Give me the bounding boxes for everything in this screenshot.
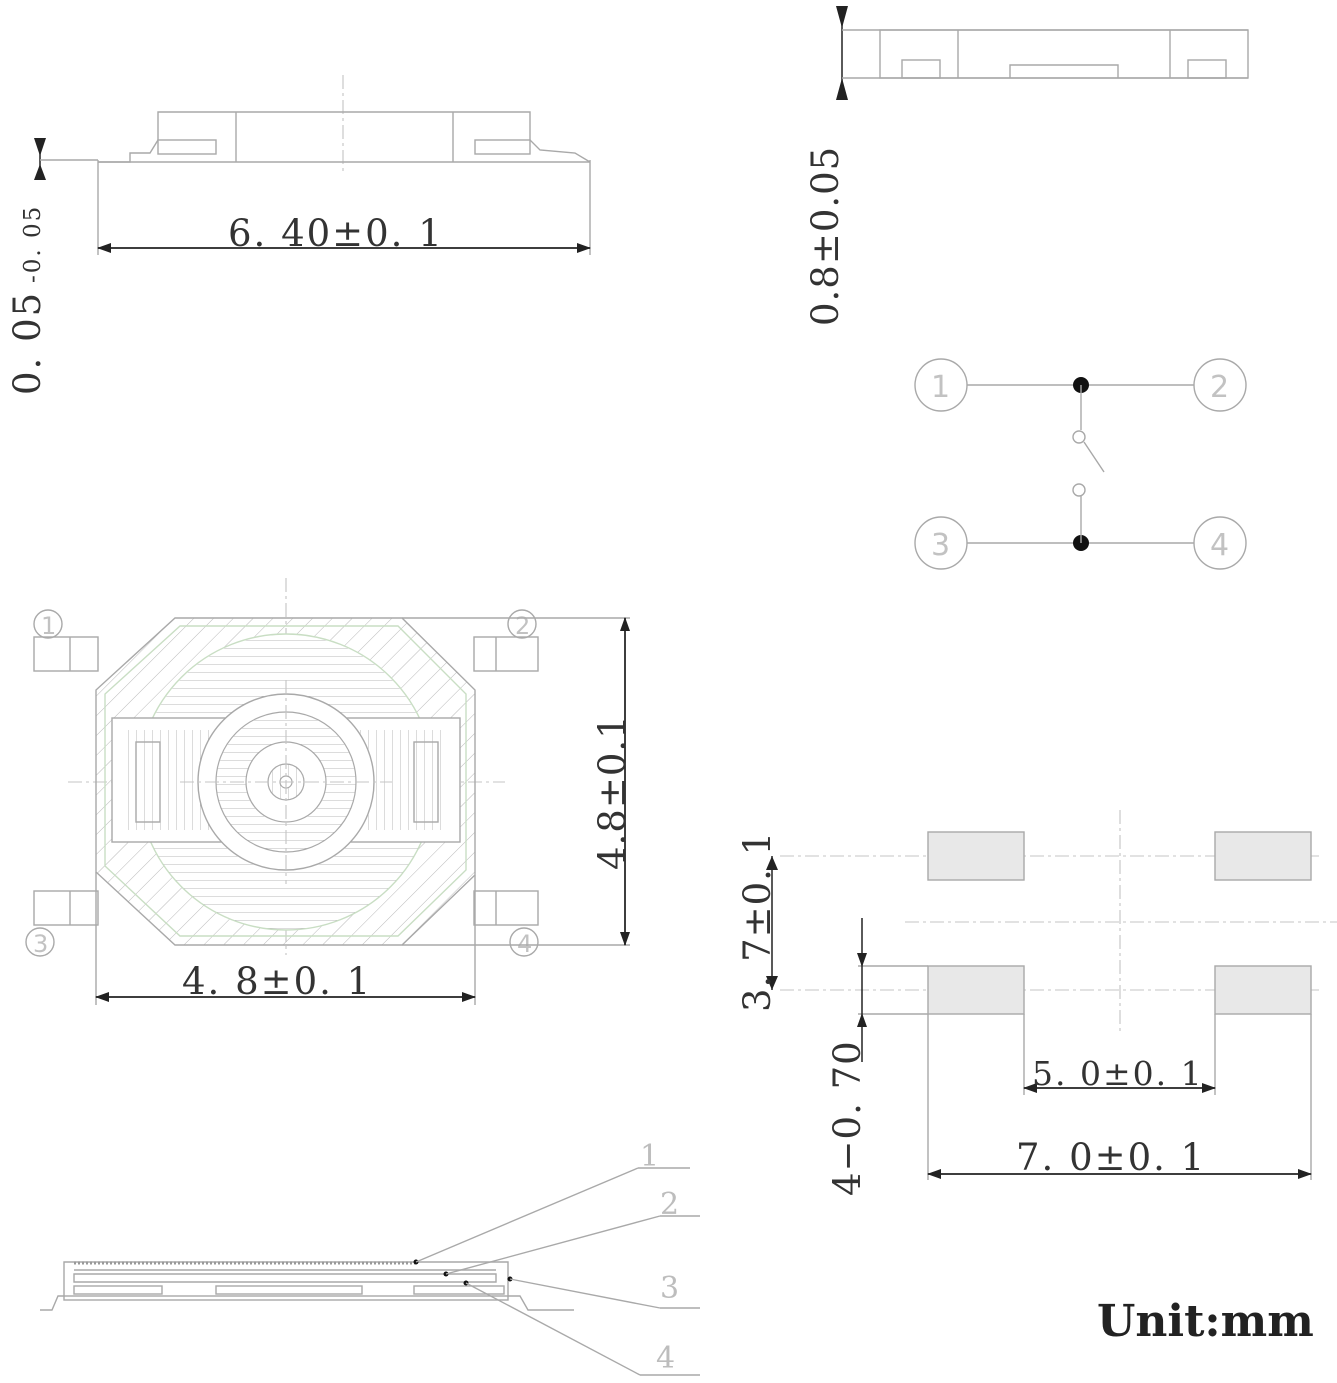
pad-layout: 3. 7±0. 1 4−0. 70 5. 0±0. 1 7. 0±0. 1: [736, 810, 1337, 1196]
schematic-pin-2: 2: [1210, 370, 1229, 405]
layer-cross-section: 1 2 3 4: [40, 1139, 700, 1376]
side-view: 6. 40±0. 1 0. 05 -0. 05: [6, 75, 591, 395]
layout-pin-1: 1: [41, 612, 56, 640]
layer-label-3: 3: [660, 1271, 679, 1306]
layer-label-1: 1: [640, 1139, 659, 1174]
schematic-pin-3: 3: [931, 528, 950, 563]
schematic-pin-4: 4: [1210, 528, 1229, 563]
layout-pin-4: 4: [517, 930, 532, 958]
pad-width-label: 4−0. 70: [826, 1040, 869, 1196]
layer-label-2: 2: [660, 1187, 679, 1222]
pad: [927, 965, 1025, 1015]
pad: [927, 831, 1025, 881]
layout-pin-2: 2: [515, 612, 530, 640]
top-height-label: 4.8±0.1: [591, 714, 634, 870]
pad: [1214, 965, 1312, 1015]
pad-inner-label: 5. 0±0. 1: [1032, 1054, 1204, 1093]
pad: [1214, 831, 1312, 881]
lead-thickness-tol: -0. 05: [20, 205, 46, 283]
lead-thickness-label: 0. 05: [6, 291, 49, 395]
height-view: 0.8±0.05: [804, 6, 1249, 326]
schematic-pin-1: 1: [931, 370, 950, 405]
height-label: 0.8±0.05: [804, 146, 847, 326]
switch-schematic: 1 2 3 4: [914, 358, 1247, 570]
layout-pin-3: 3: [33, 930, 48, 958]
top-width-label: 4. 8±0. 1: [182, 960, 372, 1003]
side-length-label: 6. 40±0. 1: [228, 212, 444, 255]
top-view: 1 2 3 4 4.8±0.1 4. 8±0. 1: [25, 578, 634, 1005]
layer-label-4: 4: [656, 1341, 675, 1376]
pad-outer-label: 7. 0±0. 1: [1016, 1136, 1206, 1179]
pad-pitch-label: 3. 7±0. 1: [736, 831, 779, 1012]
unit-label: Unit:mm: [1097, 1296, 1314, 1347]
